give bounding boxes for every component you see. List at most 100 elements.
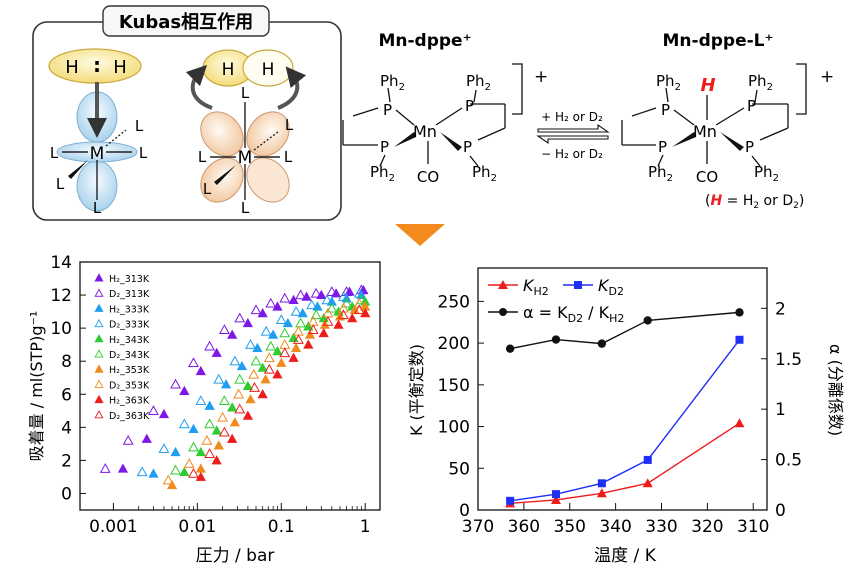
data-point [188, 357, 199, 368]
bond-line [387, 87, 391, 103]
phosphorus-label: P [747, 97, 756, 115]
data-point [211, 455, 222, 465]
data-point [213, 373, 225, 384]
hash-bond [253, 131, 279, 151]
data-point [319, 319, 330, 329]
data-point [148, 405, 159, 415]
data-point [304, 329, 316, 339]
data-point [333, 319, 344, 329]
plot-frame [477, 267, 768, 511]
data-point [596, 488, 607, 498]
data-point [195, 446, 206, 457]
metal-label: M [90, 144, 105, 164]
x-tick-label: 310 [737, 517, 769, 537]
data-point [250, 304, 262, 315]
phosphorus-label: P [658, 138, 667, 156]
data-point [337, 291, 349, 301]
data-point [234, 312, 246, 323]
data-point [276, 357, 287, 367]
x-tick-label: 350 [554, 517, 586, 537]
y-tick-label: 8 [61, 352, 72, 372]
y-axis-label: K (平衡定数) [407, 344, 426, 436]
legend-label-main: K [523, 276, 535, 295]
h-atom-label: H [222, 60, 235, 80]
data-point [227, 433, 238, 443]
data-point [353, 297, 365, 308]
legend-label: D₂_363K [109, 411, 150, 422]
y-tick-label: 10 [50, 319, 72, 339]
ligand-label: L [241, 199, 250, 217]
data-point [551, 335, 561, 344]
bond-line [473, 89, 477, 103]
data-point [188, 467, 199, 478]
bond-line [352, 107, 379, 117]
data-point [236, 360, 248, 371]
bond-line [657, 154, 664, 167]
bond-line [665, 87, 669, 103]
phosphorus-label: P [383, 101, 392, 119]
bond-line [395, 109, 415, 126]
data-point [204, 448, 216, 458]
data-point [279, 347, 291, 358]
data-point [99, 463, 111, 473]
data-point [188, 423, 199, 433]
d-orbital-lobe [200, 157, 244, 203]
data-point [166, 479, 178, 490]
ligand-note: (H = H2 or D2) [705, 193, 804, 211]
data-point [263, 363, 275, 374]
phenyl-label: Ph2 [754, 163, 779, 184]
phosphorus-label: P [463, 138, 472, 156]
y-tick-label: 6 [61, 385, 72, 405]
ligand-label: L [203, 180, 212, 198]
y2-tick-label: 0 [775, 501, 786, 521]
x-tick-label: 340 [599, 517, 631, 537]
wedge-bond [440, 132, 462, 151]
legend-marker [499, 308, 507, 316]
ligand-label: L [56, 175, 65, 193]
bond-line [631, 107, 657, 117]
charge-bracket [796, 63, 807, 115]
back-donation-arrow [185, 64, 213, 110]
y-tick-label: 12 [50, 286, 72, 306]
data-point [260, 374, 271, 384]
data-point [217, 411, 229, 422]
data-point [220, 379, 232, 389]
y-tick-label: 0 [459, 501, 470, 521]
data-point [248, 368, 260, 379]
x-tick-label: 370 [462, 517, 494, 537]
data-point [321, 294, 333, 305]
data-point [306, 299, 318, 310]
legend-label: H₂_313K [109, 274, 150, 285]
data-point [204, 400, 215, 410]
data-point [257, 362, 268, 372]
data-point [195, 471, 206, 481]
legend-label: KD2 [598, 276, 624, 298]
flow-arrow-down [395, 224, 445, 246]
bond-line [435, 107, 463, 126]
ligand-label: L [139, 144, 148, 162]
data-point [211, 425, 222, 435]
data-point [218, 395, 230, 406]
data-point [179, 466, 190, 476]
data-point [597, 339, 607, 348]
data-point [290, 305, 302, 316]
legend-marker [94, 288, 104, 297]
data-point [347, 312, 358, 323]
complex-name: Mn-dppe-L⁺ [663, 31, 774, 51]
kubas-title: Kubas相互作用 [119, 11, 253, 33]
reverse-condition: − H₂ or D₂ [541, 147, 603, 161]
bond-line [759, 127, 789, 141]
data-point [506, 496, 515, 505]
data-point [322, 315, 334, 326]
data-point [249, 382, 260, 392]
data-point [201, 434, 213, 445]
x-tick-label: 0.1 [268, 517, 295, 537]
y2-axis-label: α (分離係数) [826, 344, 845, 436]
data-point [288, 352, 299, 362]
data-point [242, 317, 253, 328]
legend-label: H₂_343K [109, 335, 150, 346]
data-point [279, 327, 291, 338]
data-point [295, 317, 307, 328]
